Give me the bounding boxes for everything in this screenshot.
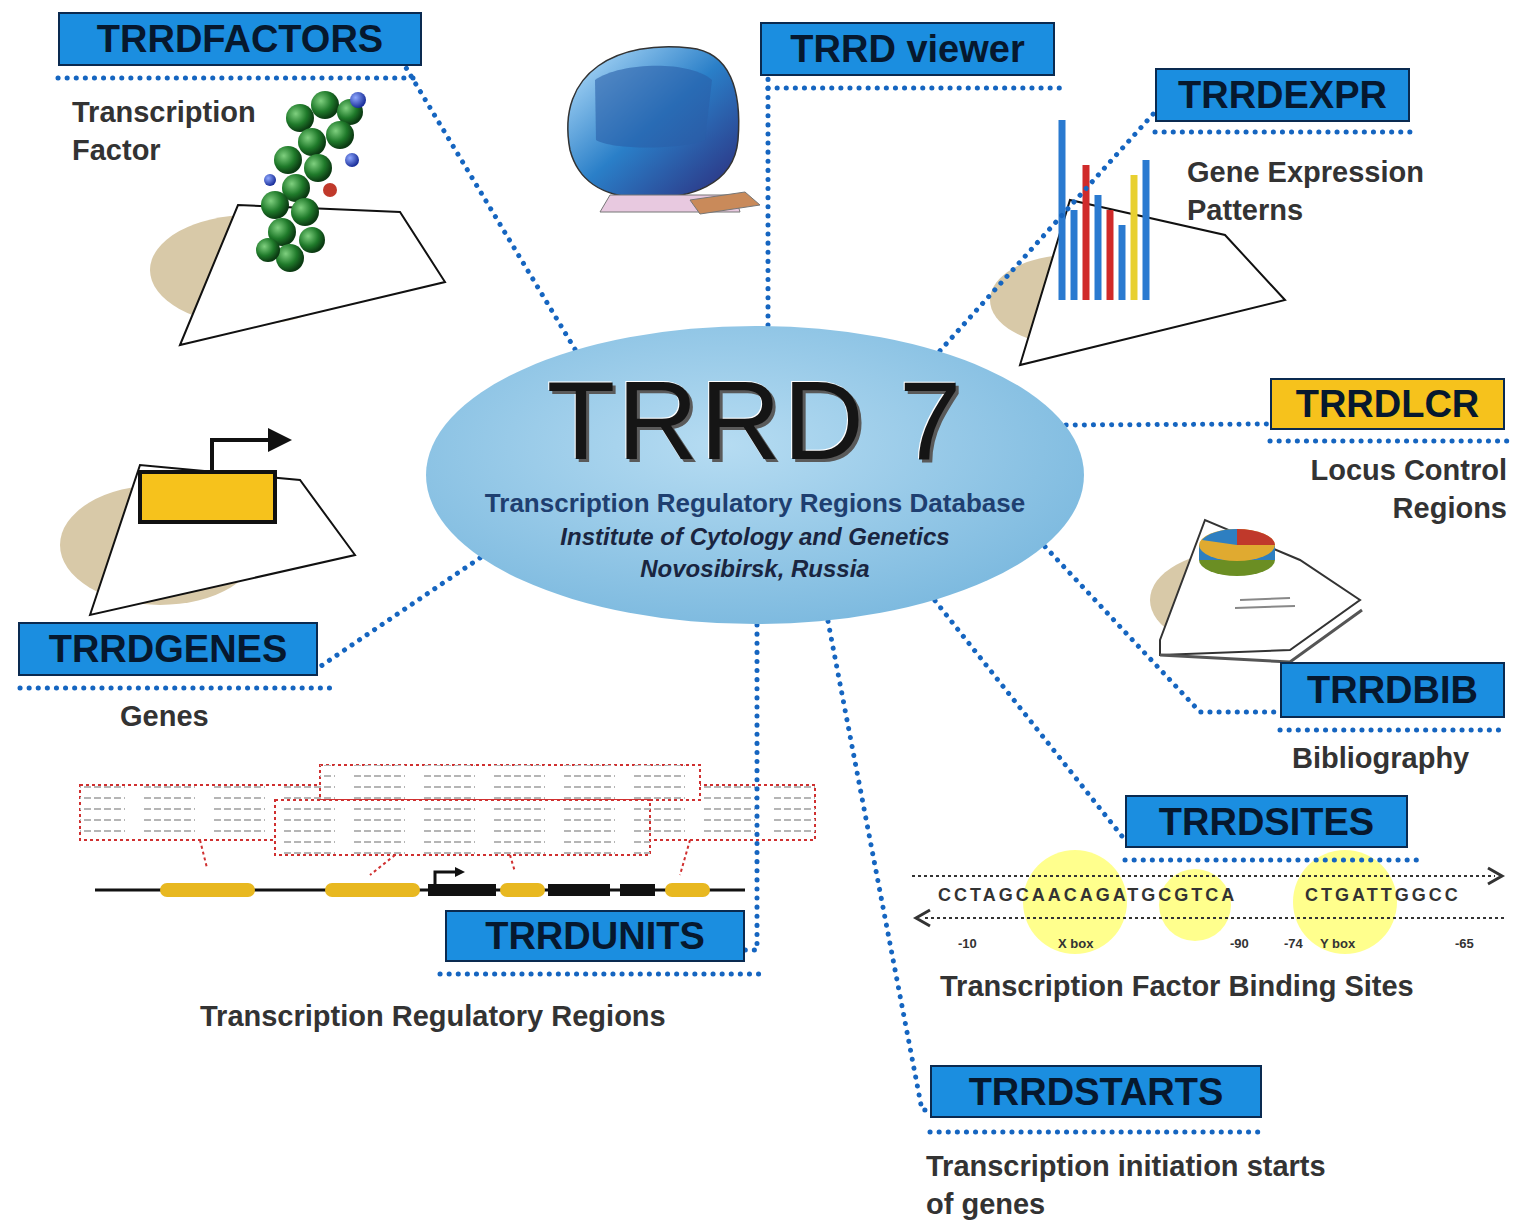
module-box: TRRDBIBBibliography	[1280, 662, 1505, 718]
dotted-connector	[940, 112, 1155, 351]
position-label: X box	[1058, 936, 1093, 952]
binding-site-illustration	[912, 850, 1505, 954]
dna-sequence: CCTAGCAACAGATGCGTCA	[938, 885, 1237, 907]
module-box: TRRDEXPRGene Expression Patterns	[1155, 68, 1410, 122]
module-description: Gene Expression Patterns	[1187, 154, 1507, 229]
module-description: Genes	[120, 698, 280, 736]
book-illustration	[1150, 520, 1362, 662]
protein-illustration	[150, 91, 445, 345]
position-label: -10	[958, 936, 977, 952]
module-description: Transcription Factor Binding Sites	[940, 968, 1515, 1006]
module-name: TRRDSITES	[1159, 803, 1374, 841]
module-name: TRRD viewer	[790, 30, 1024, 68]
module-name: TRRDBIB	[1307, 671, 1478, 709]
dotted-connector	[766, 76, 771, 325]
database-title: TRRD 7	[547, 365, 963, 477]
dotted-connector	[745, 625, 757, 950]
module-name: TRRDFACTORS	[97, 20, 383, 58]
module-description: Bibliography	[1292, 740, 1515, 778]
module-description: Locus Control Regions	[1202, 452, 1507, 527]
database-subtitle: Transcription Regulatory Regions Databas…	[485, 487, 1025, 521]
central-ellipse: TRRD 7 Transcription Regulatory Regions D…	[425, 325, 1085, 625]
dna-sequence: CTGATTGGCC	[1305, 885, 1461, 907]
module-description: Transcription Regulatory Regions	[200, 998, 790, 1036]
module-box: TRRDSTARTSTranscription initiation start…	[930, 1065, 1262, 1118]
module-box: TRRDLCRLocus Control Regions	[1270, 378, 1505, 430]
dotted-connector	[405, 66, 575, 349]
gene-illustration	[60, 428, 355, 615]
dotted-connector	[828, 621, 930, 1110]
position-label: -90	[1230, 936, 1249, 952]
database-subtitle: Novosibirsk, Russia	[640, 553, 869, 585]
module-box: TRRDUNITSTranscription Regulatory Region…	[445, 910, 745, 962]
module-box: TRRDSITESTranscription Factor Binding Si…	[1125, 795, 1408, 848]
module-box: TRRDGENESGenes	[18, 622, 318, 676]
dotted-connector	[1045, 547, 1280, 712]
module-description: Transcription initiation starts of genes	[926, 1148, 1326, 1223]
position-label: Y box	[1320, 936, 1355, 952]
module-box: TRRDFACTORSTranscription Factor	[58, 12, 422, 66]
module-name: TRRDLCR	[1296, 385, 1480, 423]
position-label: -65	[1455, 936, 1474, 952]
module-description: Transcription Factor	[72, 94, 312, 169]
database-subtitle: Institute of Cytology and Genetics	[560, 521, 949, 553]
dotted-connector	[1066, 424, 1270, 425]
dotted-connector	[935, 601, 1125, 840]
computer-illustration	[568, 47, 760, 214]
position-label: -74	[1284, 936, 1303, 952]
module-name: TRRDGENES	[49, 630, 288, 668]
module-name: TRRDEXPR	[1178, 76, 1387, 114]
module-box: TRRD viewer	[760, 22, 1055, 76]
regulatory-region-illustration	[80, 765, 815, 897]
module-name: TRRDSTARTS	[969, 1073, 1224, 1111]
module-name: TRRDUNITS	[485, 917, 705, 955]
dotted-connector	[318, 558, 480, 668]
